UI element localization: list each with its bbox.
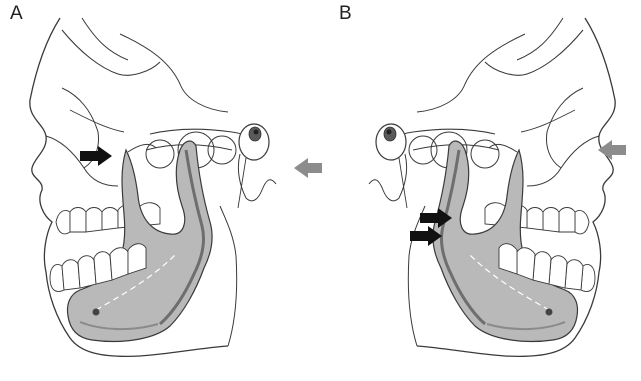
black-arrow-a <box>80 146 112 166</box>
panel-a-illustration <box>30 18 322 356</box>
gray-arrow-b <box>598 140 626 160</box>
panel-b-illustration <box>369 18 615 356</box>
gray-arrow-a <box>294 158 322 178</box>
